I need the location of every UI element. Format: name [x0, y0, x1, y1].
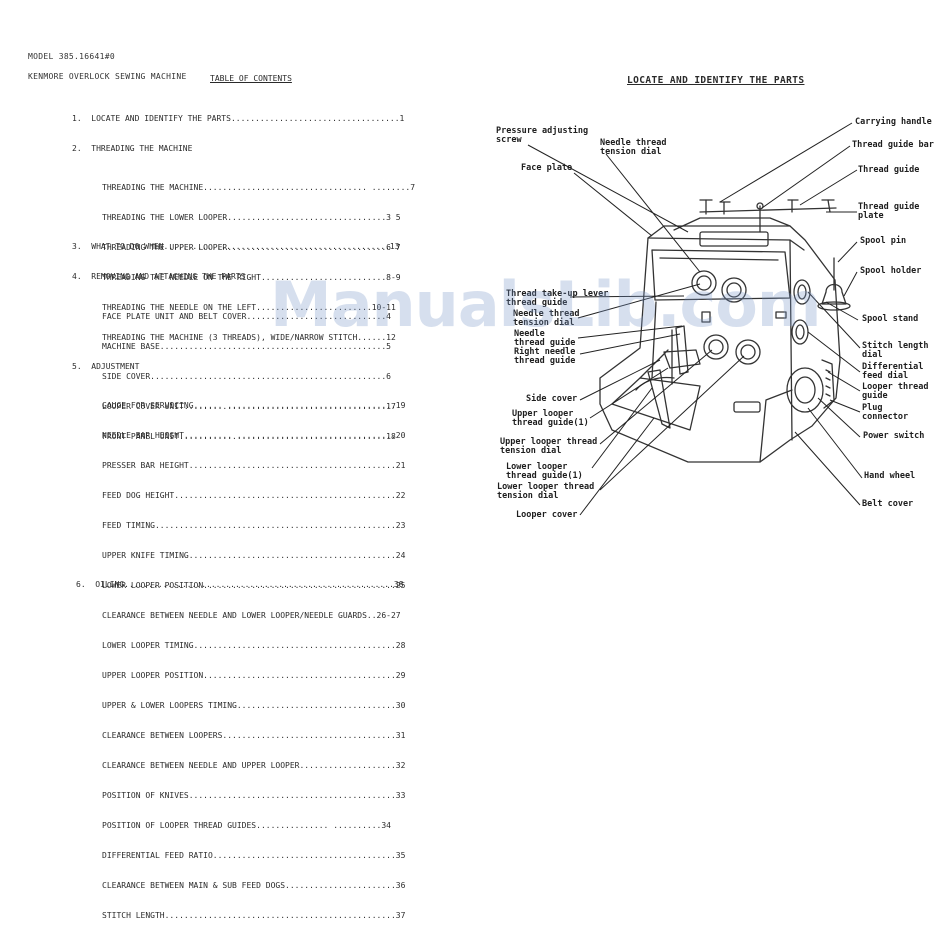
toc-item[interactable]: POSITION OF KNIVES......................…: [102, 791, 406, 800]
toc-section-2: 2. THREADING THE MACHINE: [72, 144, 193, 153]
watermark: ManualsLib.com: [270, 268, 821, 341]
toc-item[interactable]: LOWER LOOPER POSITION...................…: [102, 581, 406, 590]
label-differential-feed-dial: Differential feed dial: [862, 362, 924, 381]
label-power-switch: Power switch: [863, 431, 925, 441]
toc-item[interactable]: THREADING THE UPPER LOOPER..............…: [102, 243, 401, 252]
toc-section-4: 4. REMOVING AND ATTACHING THE PARTS: [72, 272, 246, 281]
toc-item[interactable]: POSITION OF LOOPER THREAD GUIDES........…: [102, 821, 391, 830]
toc-item[interactable]: SIDE COVER..............................…: [102, 372, 391, 381]
label-needle-thread-guide: Needle thread guide: [514, 329, 576, 348]
toc-item[interactable]: THREADING THE LOWER LOOPER..............…: [102, 213, 401, 222]
toc-item[interactable]: NEEDLE BAR HEIGHT.......... ............…: [102, 431, 406, 440]
toc-item[interactable]: FACE PLATE UNIT AND BELT COVER..........…: [102, 312, 391, 321]
toc-item[interactable]: FEED TIMING.............................…: [102, 521, 406, 530]
toc-item[interactable]: PRESSER BAR HEIGHT......................…: [102, 461, 406, 470]
toc-item[interactable]: UPPER KNIFE TIMING......................…: [102, 551, 406, 560]
toc-item[interactable]: FRONT PANEL UNIT........................…: [102, 432, 396, 441]
label-needle-thread-tension-dial: Needle thread tension dial: [513, 309, 580, 328]
machine-name: KENMORE OVERLOCK SEWING MACHINE: [28, 72, 187, 81]
label-needle-thread-tension-dial-top: Needle thread tension dial: [600, 138, 667, 157]
toc-item[interactable]: UPPER LOOPER POSITION...................…: [102, 671, 406, 680]
toc-item[interactable]: DIFFERENTIAL FEED RATIO.................…: [102, 851, 406, 860]
toc-item[interactable]: THREADING THE NEEDLE ON THE LEFT........…: [102, 303, 396, 312]
toc-item[interactable]: LOOPER COVER UNIT.......................…: [102, 402, 396, 411]
label-plug-connector: Plug connector: [862, 403, 909, 422]
label-upper-looper-tension-dial: Upper looper thread tension dial: [500, 437, 598, 456]
hand-wheel: [786, 367, 824, 413]
label-thread-guide-bar: Thread guide bar: [852, 140, 934, 150]
carrying-handle: [699, 231, 769, 247]
label-side-cover: Side cover: [526, 394, 578, 404]
label-thread-guide-plate: Thread guide plate: [858, 202, 920, 221]
label-carrying-handle: Carrying handle: [855, 117, 932, 127]
toc-section-1[interactable]: 1. LOCATE AND IDENTIFY THE PARTS........…: [72, 114, 405, 123]
toc-item[interactable]: LOWER LOOPER TIMING.....................…: [102, 641, 406, 650]
front-slot: [733, 401, 761, 413]
label-pressure-adjusting-screw: Pressure adjusting screw: [496, 126, 589, 145]
label-spool-pin: Spool pin: [860, 236, 907, 246]
toc-item[interactable]: CLEARANCE BETWEEN NEEDLE AND LOWER LOOPE…: [102, 611, 401, 620]
machine-body-outline: [599, 225, 841, 463]
spool-holder: [821, 283, 847, 305]
label-thread-take-up-lever-guide: Thread take-up lever thread guide: [506, 289, 609, 308]
label-looper-thread-guide: Looper thread guide: [862, 382, 929, 401]
label-thread-guide: Thread guide: [858, 165, 920, 175]
label-upper-looper-thread-guide: Upper looper thread guide(1): [512, 409, 589, 428]
toc-item[interactable]: STITCH LENGTH...........................…: [102, 911, 406, 920]
toc-item[interactable]: FEED DOG HEIGHT.........................…: [102, 491, 406, 500]
label-lower-looper-tension-dial: Lower looper thread tension dial: [497, 482, 595, 501]
toc-item[interactable]: THREADING THE MACHINE...................…: [102, 183, 416, 192]
toc-section-2-list: THREADING THE MACHINE...................…: [102, 163, 415, 353]
parts-page-title: LOCATE AND IDENTIFY THE PARTS: [627, 75, 805, 86]
toc-section-5: 5. ADJUSTMENT: [72, 362, 140, 371]
label-looper-cover: Looper cover: [516, 510, 578, 520]
toc-item[interactable]: GAUGE FOR SERVICING...... ..............…: [102, 401, 406, 410]
label-spool-holder: Spool holder: [860, 266, 922, 276]
label-belt-cover: Belt cover: [862, 499, 914, 509]
toc-item[interactable]: THREADING THE MACHINE (3 THREADS), WIDE/…: [102, 333, 396, 342]
label-lower-looper-thread-guide: Lower looper thread guide(1): [506, 462, 583, 481]
toc-item[interactable]: CLEARANCE BETWEEN LOOPERS...............…: [102, 731, 406, 740]
machine-diagram: [527, 122, 863, 516]
toc-item[interactable]: CLEARANCE BETWEEN NEEDLE AND UPPER LOOPE…: [102, 761, 406, 770]
toc-item[interactable]: CLEARANCE BETWEEN MAIN & SUB FEED DOGS..…: [102, 881, 406, 890]
toc-item[interactable]: MACHINE BASE............................…: [102, 342, 391, 351]
toc-item[interactable]: THREADING THE NEEDLE ON THE RIGHT.......…: [102, 273, 401, 282]
label-right-needle-thread-guide: Right needle thread guide: [514, 347, 576, 366]
label-stitch-length-dial: Stitch length dial: [862, 341, 929, 360]
label-spool-stand: Spool stand: [862, 314, 919, 324]
toc-item[interactable]: UPPER & LOWER LOOPERS TIMING............…: [102, 701, 406, 710]
model-number: MODEL 385.16641#0: [28, 52, 115, 61]
label-hand-wheel: Hand wheel: [864, 471, 916, 481]
toc-section-4-list: FACE PLATE UNIT AND BELT COVER..........…: [102, 292, 396, 452]
label-face-plate: Face plate: [521, 163, 573, 173]
toc-section-6[interactable]: 6. OILING...............................…: [76, 580, 404, 589]
toc-section-3[interactable]: 3. WHAT TO DO WHEN......................…: [72, 242, 400, 251]
toc-title: TABLE OF CONTENTS: [210, 74, 292, 83]
